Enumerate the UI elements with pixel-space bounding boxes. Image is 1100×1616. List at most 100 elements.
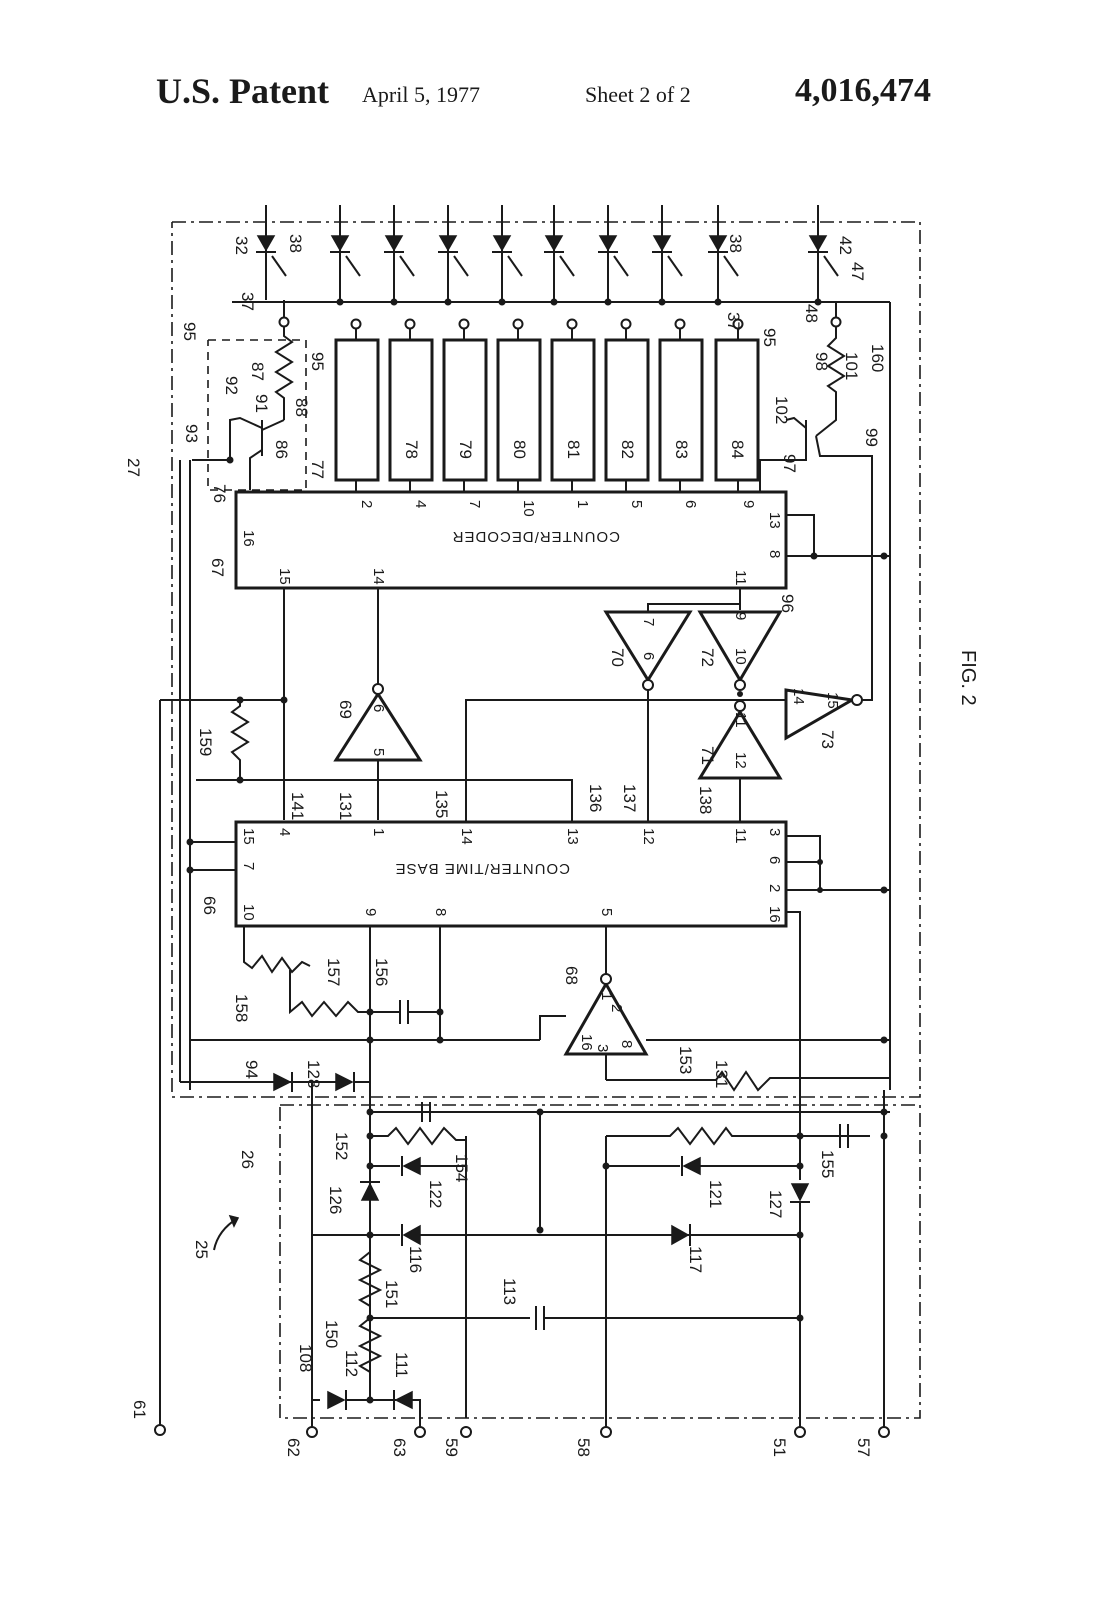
svg-text:102: 102: [772, 396, 791, 424]
svg-text:95: 95: [180, 322, 199, 341]
led-diode: [384, 205, 415, 302]
svg-text:98: 98: [812, 352, 831, 371]
svg-text:1: 1: [598, 992, 615, 1000]
svg-text:2: 2: [608, 1004, 625, 1012]
svg-text:38: 38: [726, 234, 745, 253]
svg-text:57: 57: [854, 1438, 873, 1457]
svg-text:70: 70: [608, 648, 627, 667]
svg-text:38: 38: [286, 234, 305, 253]
svg-text:159: 159: [196, 728, 215, 756]
boundary-26: [279, 1104, 921, 1419]
svg-text:131: 131: [712, 1060, 731, 1088]
svg-text:88: 88: [292, 398, 311, 417]
svg-text:101: 101: [842, 352, 861, 380]
svg-text:11: 11: [732, 712, 749, 728]
patent-date: April 5, 1977: [362, 82, 480, 107]
svg-text:6: 6: [682, 500, 699, 508]
svg-text:27: 27: [124, 458, 143, 477]
svg-text:73: 73: [818, 730, 837, 749]
decoder-pin-labels: 2 4 7 10 1 5 6 9 16 15 14 11 13 8: [240, 500, 783, 586]
timing-network: [190, 926, 890, 1096]
led-diode: [598, 205, 629, 302]
led-diode: [808, 205, 839, 302]
svg-text:95: 95: [760, 328, 779, 347]
svg-text:121: 121: [706, 1180, 725, 1208]
svg-text:10: 10: [732, 648, 749, 665]
svg-text:113: 113: [500, 1278, 519, 1305]
svg-text:8: 8: [766, 550, 783, 558]
svg-text:14: 14: [458, 828, 475, 845]
led-diode: [708, 205, 739, 302]
svg-text:150: 150: [322, 1320, 341, 1348]
svg-text:5: 5: [598, 908, 615, 916]
svg-text:95: 95: [308, 352, 327, 371]
svg-text:15: 15: [824, 692, 841, 709]
diodes-94-128: [179, 460, 890, 1235]
svg-text:71: 71: [698, 746, 717, 765]
svg-text:72: 72: [698, 648, 717, 667]
inverter-pin-labels: 6 5 7 6 9 10 11 12 14 15 1 2 16 3 8: [370, 612, 841, 1052]
svg-text:8: 8: [618, 1040, 635, 1048]
svg-text:9: 9: [732, 612, 749, 620]
svg-text:67: 67: [208, 558, 227, 577]
svg-text:5: 5: [370, 748, 387, 756]
svg-text:116: 116: [406, 1246, 425, 1273]
svg-text:13: 13: [766, 512, 783, 529]
led-diode: [438, 205, 469, 302]
svg-text:42: 42: [836, 236, 855, 255]
svg-text:1: 1: [574, 500, 591, 508]
svg-text:9: 9: [740, 500, 757, 508]
boundary-27: [171, 221, 921, 1098]
svg-text:16: 16: [766, 906, 783, 923]
svg-text:5: 5: [628, 500, 645, 508]
svg-text:127: 127: [766, 1190, 785, 1218]
svg-text:68: 68: [562, 966, 581, 985]
svg-text:2: 2: [766, 884, 783, 892]
svg-text:6: 6: [370, 704, 387, 712]
svg-text:13: 13: [564, 828, 581, 845]
svg-text:84: 84: [728, 440, 747, 459]
svg-text:122: 122: [426, 1180, 445, 1208]
svg-text:6: 6: [766, 856, 783, 864]
svg-text:2: 2: [358, 500, 375, 508]
patent-title: U.S. Patent: [156, 71, 329, 111]
counter-decoder-label: COUNTER/DECODER: [452, 528, 620, 545]
svg-text:94: 94: [242, 1060, 261, 1079]
svg-text:3: 3: [594, 1044, 611, 1052]
svg-text:8: 8: [432, 908, 449, 916]
svg-text:12: 12: [732, 752, 749, 769]
svg-text:108: 108: [296, 1344, 315, 1372]
svg-text:97: 97: [780, 454, 799, 473]
svg-text:141: 141: [288, 792, 307, 820]
svg-text:7: 7: [466, 500, 483, 508]
svg-text:93: 93: [182, 424, 201, 443]
svg-text:138: 138: [696, 786, 715, 814]
svg-text:158: 158: [232, 994, 251, 1022]
svg-text:77: 77: [308, 460, 327, 479]
svg-text:155: 155: [818, 1150, 837, 1178]
svg-text:112: 112: [342, 1350, 361, 1377]
svg-text:135: 135: [432, 790, 451, 818]
led-diode: [544, 205, 575, 302]
svg-text:26: 26: [238, 1150, 257, 1169]
led-diode: [256, 205, 287, 300]
svg-text:87: 87: [248, 362, 267, 381]
svg-text:12: 12: [640, 828, 657, 845]
svg-text:37: 37: [238, 292, 257, 311]
svg-text:96: 96: [778, 594, 797, 613]
svg-text:128: 128: [304, 1060, 323, 1088]
svg-text:58: 58: [574, 1438, 593, 1457]
svg-text:14: 14: [790, 688, 807, 705]
svg-text:16: 16: [578, 1034, 595, 1051]
patent-number: 4,016,474: [795, 72, 931, 109]
svg-text:117: 117: [686, 1246, 705, 1273]
svg-text:61: 61: [130, 1400, 149, 1419]
svg-text:37: 37: [724, 312, 743, 331]
svg-text:11: 11: [732, 828, 749, 844]
svg-text:51: 51: [770, 1438, 789, 1457]
svg-text:78: 78: [402, 440, 421, 459]
svg-text:157: 157: [324, 958, 343, 986]
led-row: [232, 205, 891, 1090]
svg-text:83: 83: [672, 440, 691, 459]
